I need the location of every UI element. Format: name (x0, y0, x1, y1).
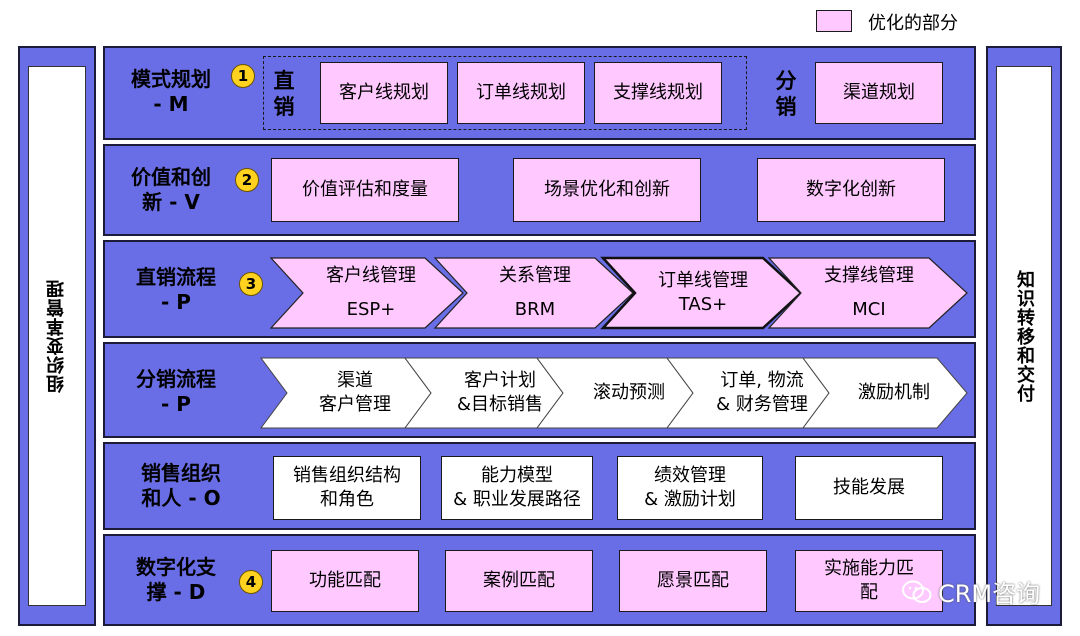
channel-planning-box: 渠道规划 (815, 62, 943, 124)
left-bar: 组织变革管理 (18, 46, 96, 626)
row-label-line1: 数字化支 (136, 555, 216, 579)
function-match-box: 功能匹配 (271, 550, 419, 612)
box-line2: 配 (860, 582, 878, 603)
row-label-line2: - P (161, 290, 191, 314)
step-line1: 激励机制 (858, 382, 930, 403)
chevron-support-line (767, 257, 968, 329)
step-line1: 渠道 (337, 370, 373, 391)
step-line1: 订单, 物流 (720, 370, 804, 391)
step-channel: 渠道 客户管理 (285, 358, 425, 428)
box-line1: 绩效管理 (654, 465, 726, 486)
customer-line-planning-box: 客户线规划 (320, 62, 448, 124)
value-assessment-box: 价值评估和度量 (271, 158, 459, 222)
row-value-innovation: 价值和创 新 - V 2 价值评估和度量 场景优化和创新 数字化创新 (103, 144, 976, 236)
right-bar: 知识转移和交付 (986, 46, 1062, 626)
row-label: 直销流程 - P (111, 260, 241, 320)
legend-label: 优化的部分 (868, 13, 958, 34)
chevron-customer-line (269, 257, 464, 329)
step-support-line: 支撑线管理 MCI (799, 258, 939, 328)
box-line1: 实施能力匹 (824, 558, 914, 579)
row-label: 分销流程 - P (111, 362, 241, 422)
row-sales-organization: 销售组织 和人 - O 销售组织结构 和角色 能力模型 & 职业发展路径 绩效管… (103, 442, 976, 530)
direct-sales-group (263, 56, 747, 130)
row-label: 模式规划 - M (111, 62, 231, 122)
row-model-planning: 模式规划 - M 1 直销 客户线规划 订单线规划 支撑线规划 分销 渠道规划 (103, 46, 976, 140)
chevron-incentive (802, 357, 968, 429)
row-label-line1: 模式规划 (131, 67, 211, 91)
box-line1: 销售组织结构 (293, 465, 401, 486)
step-order-logistics: 订单, 物流 & 财务管理 (697, 358, 827, 428)
row-label-line2: - P (161, 392, 191, 416)
direct-sales-label: 直销 (273, 69, 295, 119)
step-line1: 订单线管理 (658, 270, 748, 291)
right-bar-label: 知识转移和交付 (1014, 269, 1035, 403)
badge-2: 2 (235, 168, 259, 192)
row-distribution-process: 分销流程 - P 渠道 客户管理 客户计划 &目标销售 滚动预测 订单, 物流 … (103, 342, 976, 438)
legend-swatch (816, 10, 852, 32)
row-label-line2: 和人 - O (141, 486, 221, 510)
row-label-line1: 价值和创 (131, 165, 211, 189)
row-label-line2: 撑 - D (146, 580, 206, 604)
skill-development-box: 技能发展 (795, 456, 943, 520)
case-match-box: 案例匹配 (445, 550, 593, 612)
step-line1: 支撑线管理 (824, 265, 914, 286)
step-line2: MCI (852, 299, 886, 320)
row-label-line2: - M (153, 92, 189, 116)
row-digital-support: 数字化支 撑 - D 4 功能匹配 案例匹配 愿景匹配 实施能力匹 配 (103, 534, 976, 626)
step-line2: BRM (514, 299, 556, 320)
step-rolling-forecast: 滚动预测 (567, 358, 691, 428)
distribution-label: 分销 (775, 69, 797, 119)
row-label-line1: 销售组织 (141, 461, 221, 485)
badge-3: 3 (239, 272, 263, 296)
step-line1: 滚动预测 (593, 382, 665, 403)
row-direct-sales-process: 直销流程 - P 3 客户线管理 ESP+ 关系管理 BRM 订单线管理 TAS… (103, 240, 976, 338)
left-bar-inner: 组织变革管理 (28, 66, 86, 606)
performance-management-box: 绩效管理 & 激励计划 (617, 456, 763, 520)
badge-4: 4 (239, 570, 263, 594)
step-customer-line: 客户线管理 ESP+ (301, 258, 441, 328)
step-line2: 客户管理 (319, 394, 391, 415)
step-line2: ESP+ (346, 299, 396, 320)
box-line2: & 激励计划 (644, 489, 736, 510)
step-relationship: 关系管理 BRM (465, 258, 605, 328)
step-line2: TAS+ (678, 294, 728, 315)
chevron-relationship (433, 257, 634, 329)
left-bar-label: 组织变革管理 (46, 279, 67, 393)
digital-innovation-box: 数字化创新 (757, 158, 945, 222)
step-customer-plan: 客户计划 &目标销售 (435, 358, 565, 428)
row-label-line1: 分销流程 (136, 367, 216, 391)
step-incentive: 激励机制 (829, 358, 959, 428)
row-label-line1: 直销流程 (136, 265, 216, 289)
competency-model-box: 能力模型 & 职业发展路径 (441, 456, 593, 520)
distribution-process-chevrons (260, 357, 968, 429)
box-line1: 技能发展 (833, 477, 905, 498)
order-line-planning-box: 订单线规划 (457, 62, 585, 124)
wechat-icon (902, 580, 932, 603)
box-line1: 能力模型 (481, 465, 553, 486)
step-order-line: 订单线管理 TAS+ (633, 258, 773, 328)
watermark: CRM咨询 (902, 574, 1040, 609)
row-label-line2: 新 - V (142, 190, 200, 214)
right-bar-inner: 知识转移和交付 (996, 66, 1052, 606)
step-line1: 客户线管理 (326, 265, 416, 286)
org-structure-box: 销售组织结构 和角色 (273, 456, 421, 520)
watermark-text: CRM咨询 (938, 580, 1041, 608)
box-line2: 和角色 (320, 489, 374, 510)
row-label: 价值和创 新 - V (111, 160, 231, 220)
badge-1: 1 (231, 64, 255, 88)
step-line1: 关系管理 (499, 265, 571, 286)
row-label: 销售组织 和人 - O (111, 456, 251, 516)
step-line1: 客户计划 (464, 370, 536, 391)
step-line2: & 财务管理 (716, 394, 808, 415)
row-label: 数字化支 撑 - D (111, 550, 241, 610)
scenario-optimization-box: 场景优化和创新 (513, 158, 701, 222)
step-line2: &目标销售 (456, 394, 544, 415)
direct-process-chevrons (269, 256, 968, 330)
support-line-planning-box: 支撑线规划 (594, 62, 722, 124)
chevron-order-line (600, 256, 803, 330)
box-line2: & 职业发展路径 (453, 489, 581, 510)
vision-match-box: 愿景匹配 (619, 550, 767, 612)
